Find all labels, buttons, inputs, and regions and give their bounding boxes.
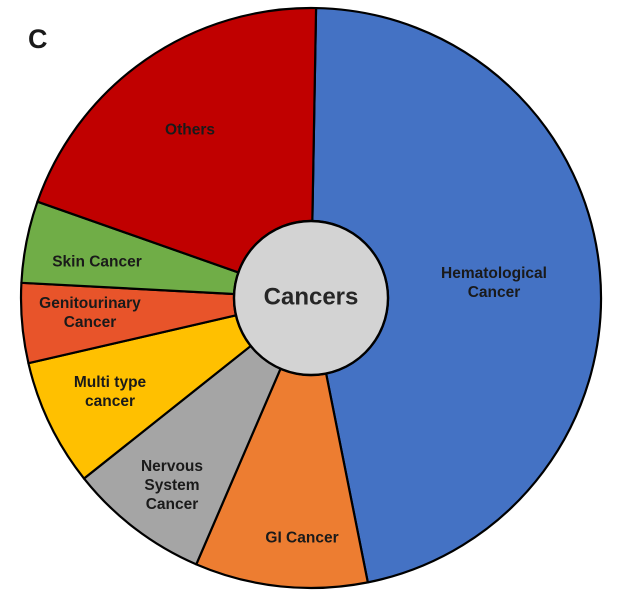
panel-label: C bbox=[28, 24, 48, 54]
pie-slices-group bbox=[19, 6, 603, 590]
donut-hole bbox=[232, 219, 390, 377]
